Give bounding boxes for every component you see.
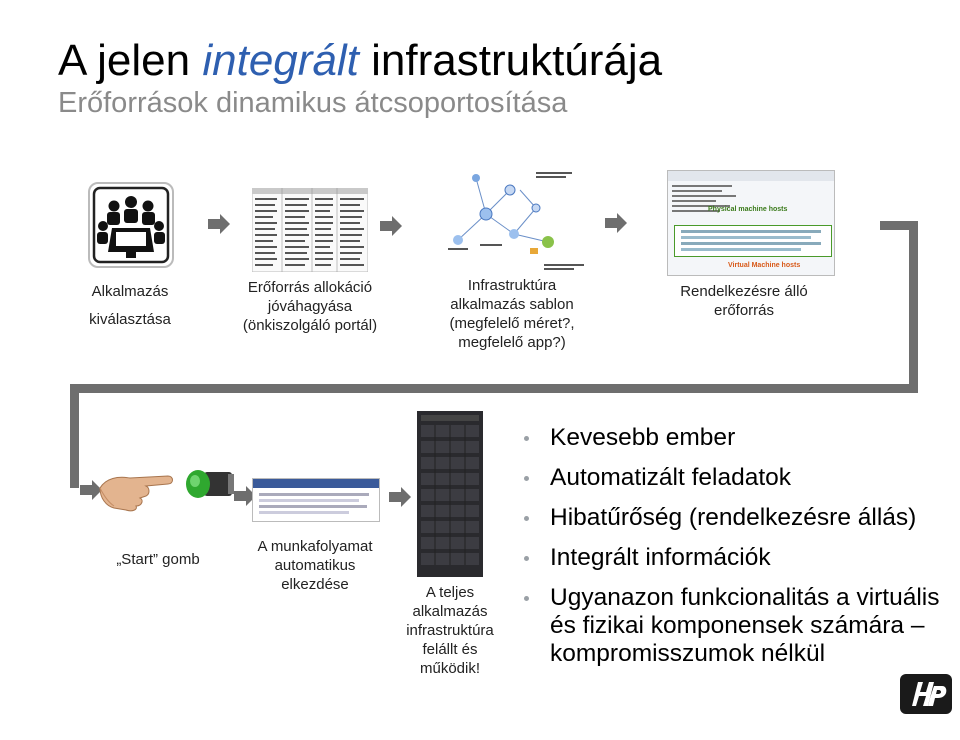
flow-line-left: [70, 384, 79, 488]
page-title: A jelen integrált infrastruktúrája: [58, 34, 662, 88]
flow-line-right: [909, 221, 918, 393]
step-caption-3: Infrastruktúra alkalmazás sablon (megfel…: [432, 276, 592, 352]
list-item: Integrált információk: [520, 544, 960, 572]
host-placement-screenshot: Physical machine hosts Virtual Machine h…: [667, 170, 835, 276]
screenshot-titlebar: [668, 171, 834, 181]
list-item: Ugyanazon funkcionalitás a virtuális és …: [520, 584, 950, 668]
virtual-hosts-label: Virtual Machine hosts: [728, 262, 800, 269]
flow-arrow-icon: [389, 487, 411, 507]
title-post: infrastruktúrája: [371, 36, 662, 85]
physical-hosts-label: Physical machine hosts: [708, 206, 787, 213]
title-highlight: integrált: [202, 36, 359, 85]
list-item: Hibatűrőség (rendelkezésre állás): [520, 504, 960, 532]
flow-line-middle: [70, 384, 918, 393]
page-subtitle: Erőforrások dinamikus átcsoportosítása: [58, 87, 567, 120]
hp-logo: [898, 672, 954, 716]
workflow-titlebar: [253, 479, 379, 488]
step-caption-4: Rendelkezésre álló erőforrás: [660, 282, 828, 320]
step-caption-6: A munkafolyamat automatikus elkezdése: [236, 537, 394, 594]
list-item: Automatizált feladatok: [520, 464, 960, 492]
step-caption-1: Alkalmazás kiválasztása: [70, 278, 190, 334]
flow-arrow-icon: [605, 213, 627, 233]
portal-table-screenshot: [252, 188, 368, 272]
meeting-people-icon: [88, 182, 174, 268]
flow-arrow-icon: [380, 216, 402, 236]
template-diagram: [440, 168, 590, 274]
screenshot-form: [672, 185, 742, 221]
title-pre: A jelen: [58, 36, 190, 85]
push-button-icon: [184, 464, 236, 504]
step-caption-5: „Start” gomb: [98, 550, 218, 569]
host-table: [674, 225, 832, 257]
server-rack-icon: [417, 411, 483, 577]
step-caption-2: Erőforrás allokáció jóváhagyása (önkiszo…: [220, 278, 400, 335]
step-caption-7: A teljes alkalmazás infrastruktúra felál…: [400, 583, 500, 678]
benefits-list: Kevesebb ember Automatizált feladatok Hi…: [520, 424, 960, 680]
workflow-screenshot: [252, 478, 380, 522]
flow-arrow-icon: [208, 214, 230, 234]
list-item: Kevesebb ember: [520, 424, 960, 452]
